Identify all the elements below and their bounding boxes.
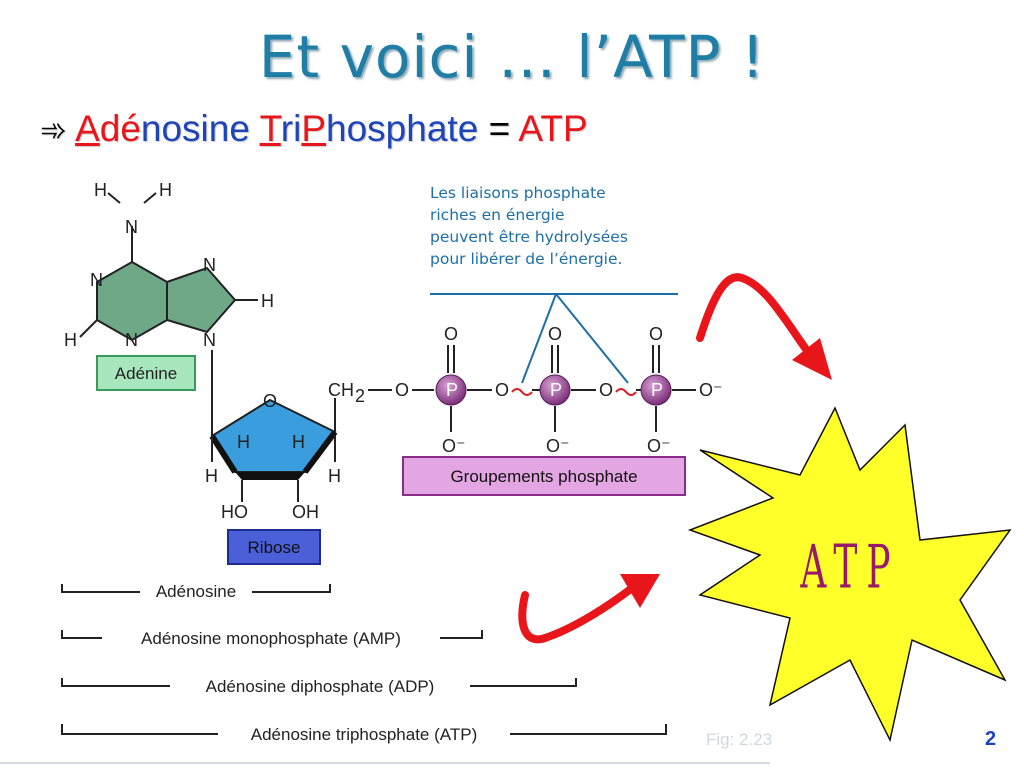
atom-n: N xyxy=(125,217,138,237)
atom-h: H xyxy=(261,291,274,311)
subtitle-part-n: n xyxy=(140,108,162,149)
ribose-ring xyxy=(209,398,338,502)
atom-o-minus: O⁻ xyxy=(442,436,466,456)
subtitle-part-osine: osine xyxy=(161,108,250,149)
atom-p: P xyxy=(550,380,562,400)
subtitle: ➾ Adénosine TriPhosphate = ATP xyxy=(40,110,588,147)
atom-h: H xyxy=(94,180,107,200)
atom-p: P xyxy=(446,380,458,400)
slide-title: Et voici … l’ATP ! xyxy=(258,23,766,91)
atom-o: O xyxy=(548,324,562,344)
arrow-bullet-icon: ➾ xyxy=(40,112,67,148)
atom-h: H xyxy=(237,432,250,452)
adenine-label: Adénine xyxy=(115,364,177,383)
range-label: Adénosine monophosphate (AMP) xyxy=(141,629,401,648)
note-line: riches en énergie xyxy=(430,206,565,224)
subtitle-letter-t: T xyxy=(259,108,281,149)
subtitle-equals: = xyxy=(488,108,511,149)
curved-arrow-up-icon xyxy=(518,574,660,644)
atom-o: O xyxy=(395,380,409,400)
range-adp: Adénosine diphosphate (ADP) xyxy=(61,677,577,696)
phosphorus-atom xyxy=(539,374,571,406)
starburst-text: ATP xyxy=(800,532,900,602)
atp-starburst: ATP xyxy=(687,406,1012,743)
hydrolysis-note: Les liaisons phosphate riches en énergie… xyxy=(430,182,690,270)
atom-ch: CH xyxy=(328,380,354,400)
atom-h: H xyxy=(205,466,218,486)
atom-o-minus: O⁻ xyxy=(699,380,723,400)
atom-oh: OH xyxy=(292,502,319,522)
atom-subscript: 2 xyxy=(355,386,365,406)
subtitle-letter-p: P xyxy=(301,108,327,149)
subtitle-abbrev: ATP xyxy=(518,108,588,149)
atom-o: O xyxy=(599,380,613,400)
phosphate-group-label: Groupements phosphate xyxy=(450,467,637,486)
atom-o-minus: O⁻ xyxy=(647,436,671,456)
ribose-label: Ribose xyxy=(248,538,301,557)
atom-n: N xyxy=(203,255,216,275)
atom-o: O xyxy=(444,324,458,344)
range-label: Adénosine diphosphate (ADP) xyxy=(206,677,435,696)
atom-p: P xyxy=(651,380,663,400)
range-atp: Adénosine triphosphate (ATP) xyxy=(61,724,667,744)
note-pointer xyxy=(430,293,678,384)
atom-n: N xyxy=(125,330,138,350)
adenine-ring xyxy=(79,192,258,436)
note-line: pour libérer de l’énergie. xyxy=(430,250,623,268)
curved-arrow-right-icon xyxy=(696,273,832,380)
atom-o: O xyxy=(495,380,509,400)
atom-o-minus: O⁻ xyxy=(546,436,570,456)
page-number: 2 xyxy=(985,728,997,750)
atom-o: O xyxy=(649,324,663,344)
atom-h: H xyxy=(159,180,172,200)
atom-h: H xyxy=(328,466,341,486)
adenine-label-box: Adénine xyxy=(96,355,196,391)
range-amp: Adénosine monophosphate (AMP) xyxy=(61,629,483,648)
note-line: peuvent être hydrolysées xyxy=(430,228,628,246)
atom-h: H xyxy=(64,330,77,350)
ribose-label-box: Ribose xyxy=(227,529,321,565)
atom-n: N xyxy=(90,270,103,290)
subtitle-part-hosphate: hosphate xyxy=(326,108,479,149)
subtitle-letter-a: A xyxy=(75,108,100,149)
subtitle-part-ri: ri xyxy=(280,108,302,149)
phosphorus-atom xyxy=(435,374,467,406)
range-label: Adénosine triphosphate (ATP) xyxy=(251,725,477,744)
figure-reference: Fig: 2.23 xyxy=(706,730,773,749)
atom-o: O xyxy=(263,391,277,411)
subtitle-part-de: dé xyxy=(99,108,141,149)
atom-h: H xyxy=(292,432,305,452)
range-label: Adénosine xyxy=(156,582,236,601)
phosphate-label-box: Groupements phosphate xyxy=(402,456,686,496)
atom-ho: HO xyxy=(221,502,248,522)
atom-n: N xyxy=(203,330,216,350)
phosphorus-atom xyxy=(640,374,672,406)
range-adenosine: Adénosine xyxy=(61,582,331,601)
note-line: Les liaisons phosphate xyxy=(430,184,606,202)
